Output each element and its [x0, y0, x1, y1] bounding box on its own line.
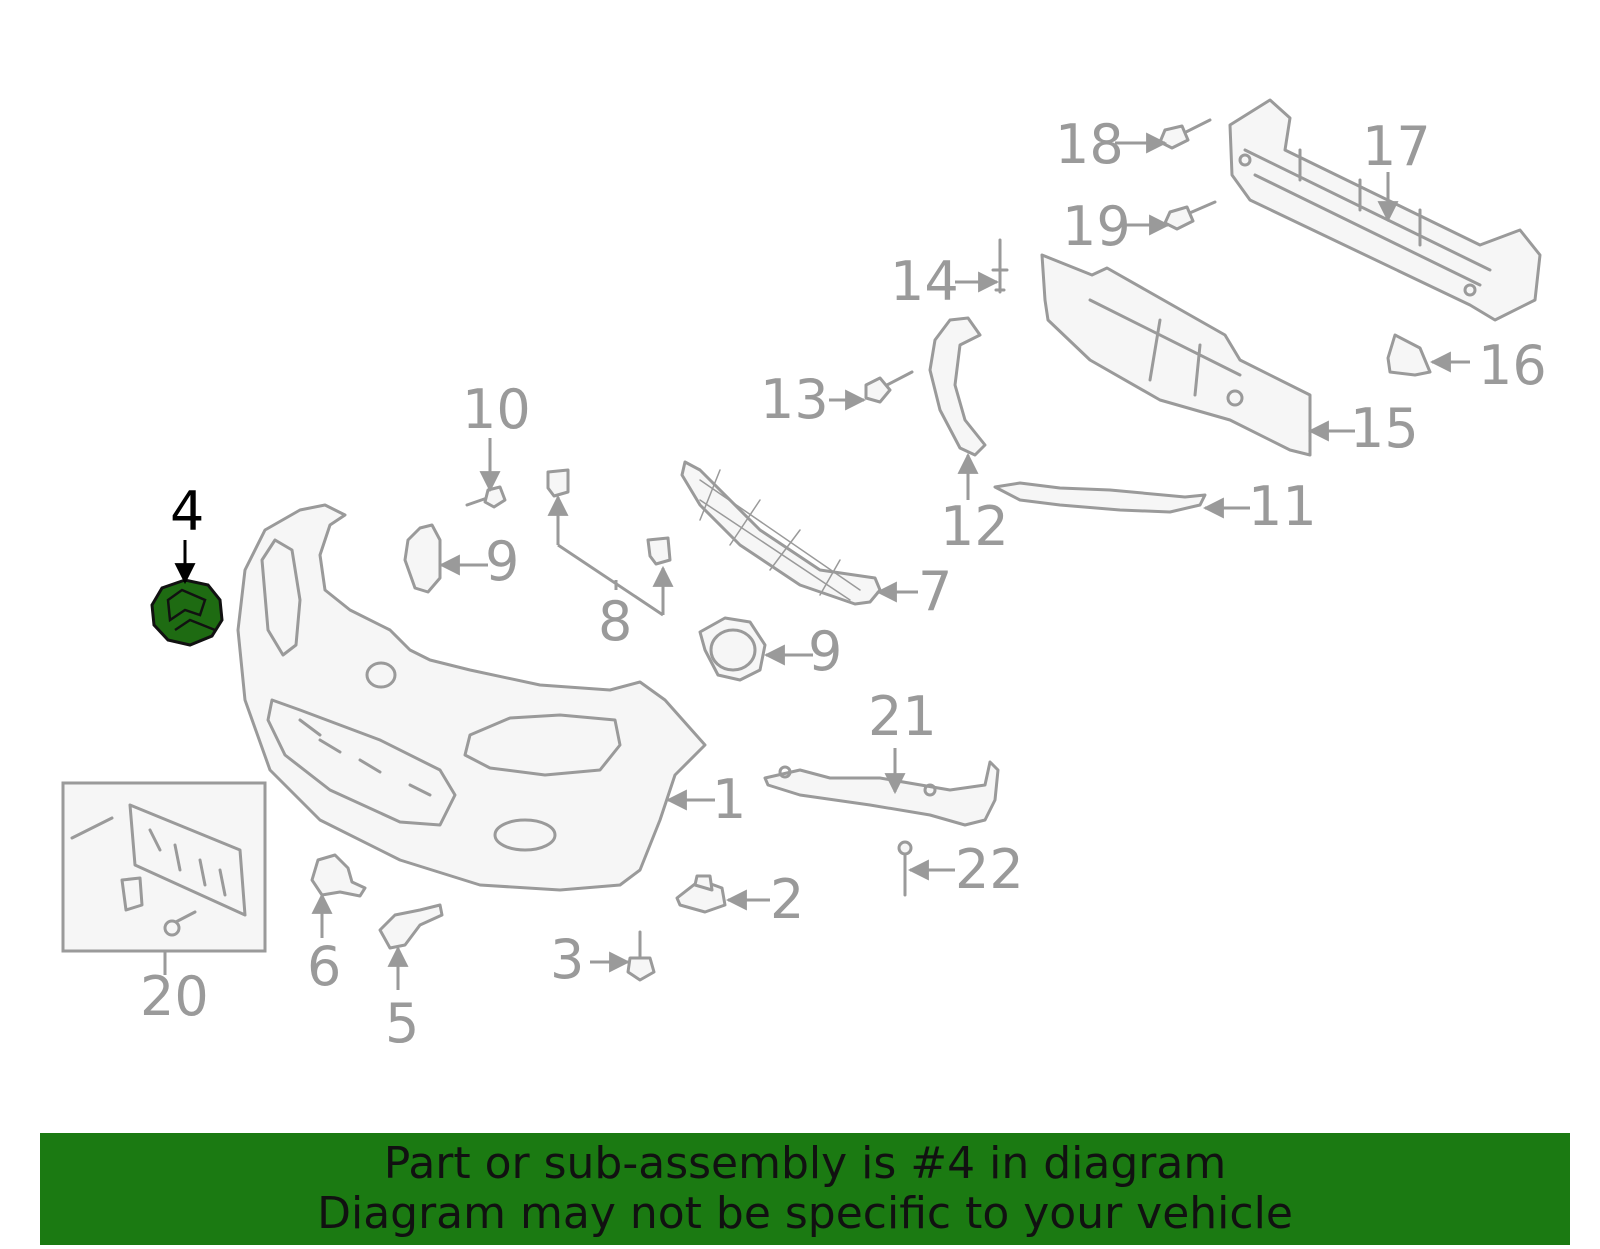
part-19-bolt[interactable] — [1163, 200, 1217, 231]
callout-19: 19 — [1062, 195, 1131, 258]
callout-14: 14 — [890, 250, 959, 313]
part-6-cap[interactable] — [310, 853, 367, 898]
callout-4-selected: 4 — [170, 480, 204, 543]
part-11-lip[interactable] — [993, 481, 1207, 514]
part-16-bracket[interactable] — [1386, 333, 1432, 377]
part-14-clip[interactable] — [991, 238, 1009, 294]
callout-3: 3 — [550, 928, 584, 991]
part-7-grille[interactable] — [680, 460, 882, 606]
part-8-clips[interactable] — [546, 468, 672, 566]
callout-20: 20 — [140, 965, 209, 1028]
callout-12: 12 — [940, 495, 1009, 558]
part-15-absorber[interactable] — [1040, 253, 1312, 457]
callout-18: 18 — [1055, 113, 1124, 176]
part-9-fog-ring[interactable] — [698, 616, 767, 682]
callout-2: 2 — [770, 868, 804, 931]
callout-6: 6 — [307, 935, 341, 998]
part-1-bumper-cover[interactable] — [236, 503, 707, 892]
callout-1: 1 — [712, 768, 746, 831]
part-13-bolt[interactable] — [864, 370, 914, 404]
part-22-pin[interactable] — [897, 840, 913, 897]
callout-5: 5 — [385, 992, 419, 1055]
banner-line-1: Part or sub-assembly is #4 in diagram — [383, 1138, 1227, 1189]
callout-labels: 18 19 17 14 16 15 13 12 11 10 9 8 7 9 21… — [140, 113, 1547, 1055]
part-3-bolt[interactable] — [626, 930, 656, 982]
callout-7: 7 — [918, 560, 952, 623]
part-20-license-kit[interactable] — [61, 781, 267, 953]
info-banner: Part or sub-assembly is #4 in diagram Di… — [40, 1133, 1570, 1245]
callout-16: 16 — [1478, 334, 1547, 397]
callout-8: 8 — [598, 590, 632, 653]
part-2-nut[interactable] — [675, 874, 727, 914]
part-12-bracket[interactable] — [928, 316, 987, 457]
callout-13: 13 — [760, 368, 829, 431]
part-18-bolt[interactable] — [1158, 118, 1212, 150]
callout-21: 21 — [868, 685, 937, 748]
callout-9-upper: 9 — [485, 530, 519, 593]
callout-15: 15 — [1350, 397, 1419, 460]
part-21-deflector[interactable] — [763, 760, 1000, 827]
leader-lines — [163, 132, 1470, 990]
callout-22: 22 — [955, 838, 1024, 901]
callout-9-lower: 9 — [808, 620, 842, 683]
banner-line-2: Diagram may not be specific to your vehi… — [317, 1188, 1293, 1239]
part-9-bezel-upper[interactable] — [403, 523, 442, 594]
part-5-clip[interactable] — [378, 903, 444, 950]
part-10-bolt[interactable] — [465, 485, 507, 509]
callout-10: 10 — [462, 378, 531, 441]
part-4-emblem-selected[interactable] — [150, 578, 224, 647]
callout-17: 17 — [1362, 115, 1431, 178]
callout-11: 11 — [1248, 475, 1317, 538]
